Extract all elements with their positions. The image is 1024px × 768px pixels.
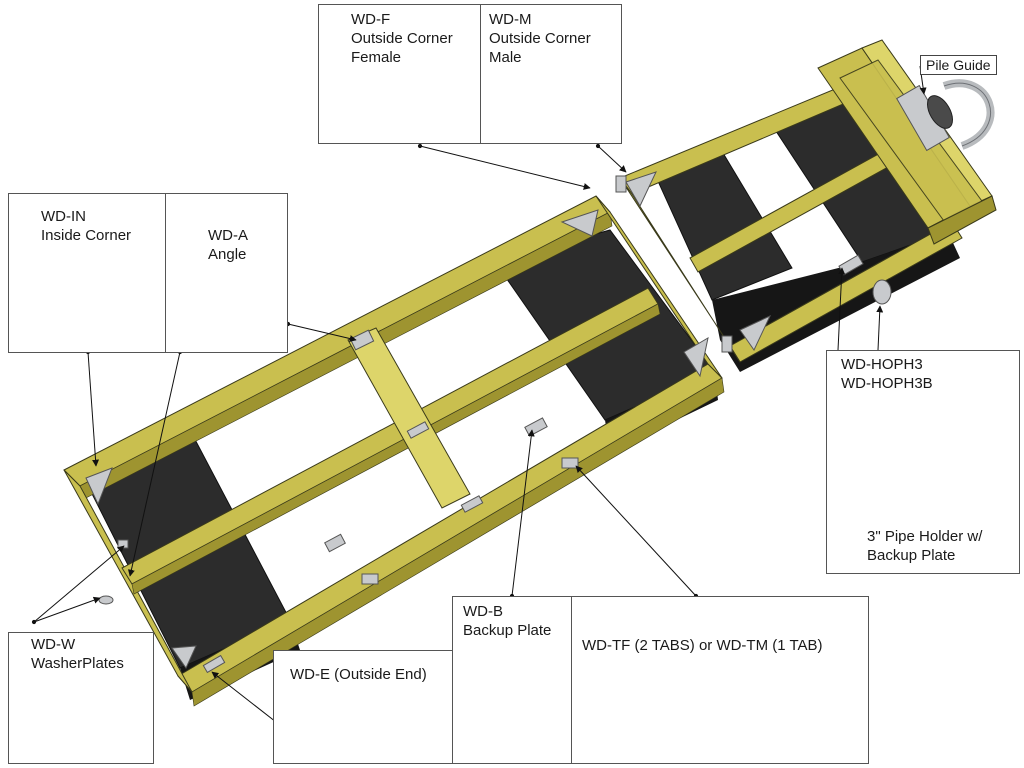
wd-m-code: WD-M xyxy=(489,11,532,28)
wd-b-desc: Backup Plate xyxy=(463,622,552,639)
small-hinge-bottom xyxy=(721,335,733,353)
stringer-plate-2 xyxy=(460,495,484,513)
tab-low xyxy=(361,573,379,585)
washer-plate xyxy=(98,595,114,605)
small-bracket-top xyxy=(625,171,657,208)
callout-wd-w: WD-W WasherPlates xyxy=(8,632,154,764)
wd-w-code: WD-W xyxy=(31,636,76,653)
callout-wd-a: WD-A Angle xyxy=(165,193,288,353)
wd-hoph-desc-1: 3" Pipe Holder w/ xyxy=(867,528,983,545)
wd-f-desc-1: Outside Corner xyxy=(351,30,453,47)
wd-f-code: WD-F xyxy=(351,11,391,28)
wd-m-desc-1: Outside Corner xyxy=(489,30,591,47)
small-end-left xyxy=(619,177,741,363)
backup-plate-mid xyxy=(524,417,548,437)
angle-plate xyxy=(349,329,375,351)
callout-wd-f: WD-F Outside Corner Female xyxy=(318,4,481,144)
backup-plate-low xyxy=(324,533,346,553)
callout-wd-e: WD-E (Outside End) xyxy=(273,650,453,764)
pile-guide-roller xyxy=(927,95,953,129)
wd-m-desc-2: Male xyxy=(489,49,522,66)
end-right xyxy=(595,195,723,379)
callout-wd-in: WD-IN Inside Corner xyxy=(8,193,166,353)
bracket-in-left xyxy=(85,467,113,506)
wd-w-desc: WasherPlates xyxy=(31,655,124,672)
pile-guide-label: Pile Guide xyxy=(920,55,997,75)
wd-b-code: WD-B xyxy=(463,603,503,620)
small-dock-section xyxy=(615,39,997,372)
small-bracket-bottom xyxy=(739,314,772,351)
wd-in-code: WD-IN xyxy=(41,208,86,225)
wd-tf-label: WD-TF (2 TABS) or WD-TM (1 TAB) xyxy=(582,637,823,654)
end-plate xyxy=(202,654,226,674)
center-stringer-face xyxy=(131,303,661,595)
wd-e-label: WD-E (Outside End) xyxy=(290,666,427,683)
small-hinge-top xyxy=(615,175,627,193)
callout-wd-b: WD-B Backup Plate xyxy=(452,596,572,764)
wd-hoph-desc-2: Backup Plate xyxy=(867,547,956,564)
callout-wd-tf: WD-TF (2 TABS) or WD-TM (1 TAB) xyxy=(571,596,869,764)
callout-wd-m: WD-M Outside Corner Male xyxy=(480,4,622,144)
end-left xyxy=(63,469,193,693)
wd-hoph-code-1: WD-HOPH3 xyxy=(841,356,923,373)
wd-f-desc-2: Female xyxy=(351,49,402,66)
pipe-holder xyxy=(872,279,892,305)
rail-bottom-face xyxy=(191,377,725,707)
wd-a-code: WD-A xyxy=(208,227,248,244)
bracket-in-top xyxy=(560,209,599,237)
callout-wd-hoph: WD-HOPH3 WD-HOPH3B 3" Pipe Holder w/ Bac… xyxy=(826,350,1020,574)
bracket-in-right xyxy=(683,337,709,378)
wd-in-desc: Inside Corner xyxy=(41,227,132,244)
tab-mid xyxy=(561,457,579,469)
stringer-plate xyxy=(406,421,430,439)
deck-side xyxy=(927,195,997,245)
wd-hoph-code-2: WD-HOPH3B xyxy=(841,375,933,392)
wd-a-desc: Angle xyxy=(208,246,247,263)
bracket-in-bottom xyxy=(171,645,197,670)
